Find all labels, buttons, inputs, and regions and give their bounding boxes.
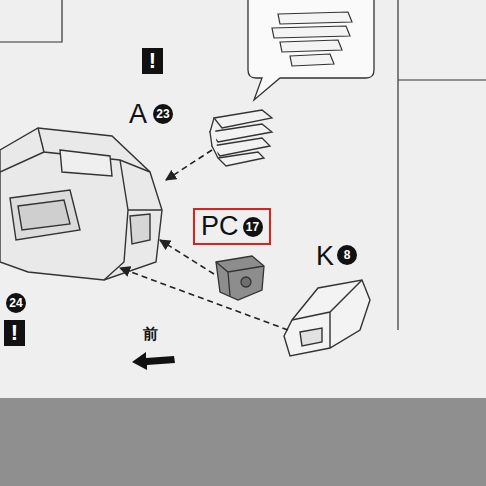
part-k	[284, 280, 370, 356]
front-arrow	[132, 352, 175, 370]
part-a	[210, 110, 272, 166]
part-letter: K	[316, 243, 334, 270]
front-direction: 前	[143, 326, 158, 341]
callout-number: 24	[6, 293, 26, 313]
head-part	[0, 128, 162, 280]
caution-mark: !	[142, 48, 163, 74]
part-letter: PC	[201, 213, 239, 240]
panel-lines	[0, 0, 486, 330]
callout-number: 17	[243, 217, 263, 237]
assembly-arrows	[120, 150, 288, 330]
table	[0, 398, 486, 486]
part-letter: A	[129, 101, 147, 128]
callout-number: 23	[153, 104, 173, 124]
pc-part	[216, 256, 264, 300]
detail-bubble	[248, 0, 374, 100]
highlight-box: PC17	[193, 208, 271, 245]
callout-number: 8	[337, 245, 357, 265]
caution-mark: !	[4, 320, 25, 346]
paper	[0, 0, 486, 398]
